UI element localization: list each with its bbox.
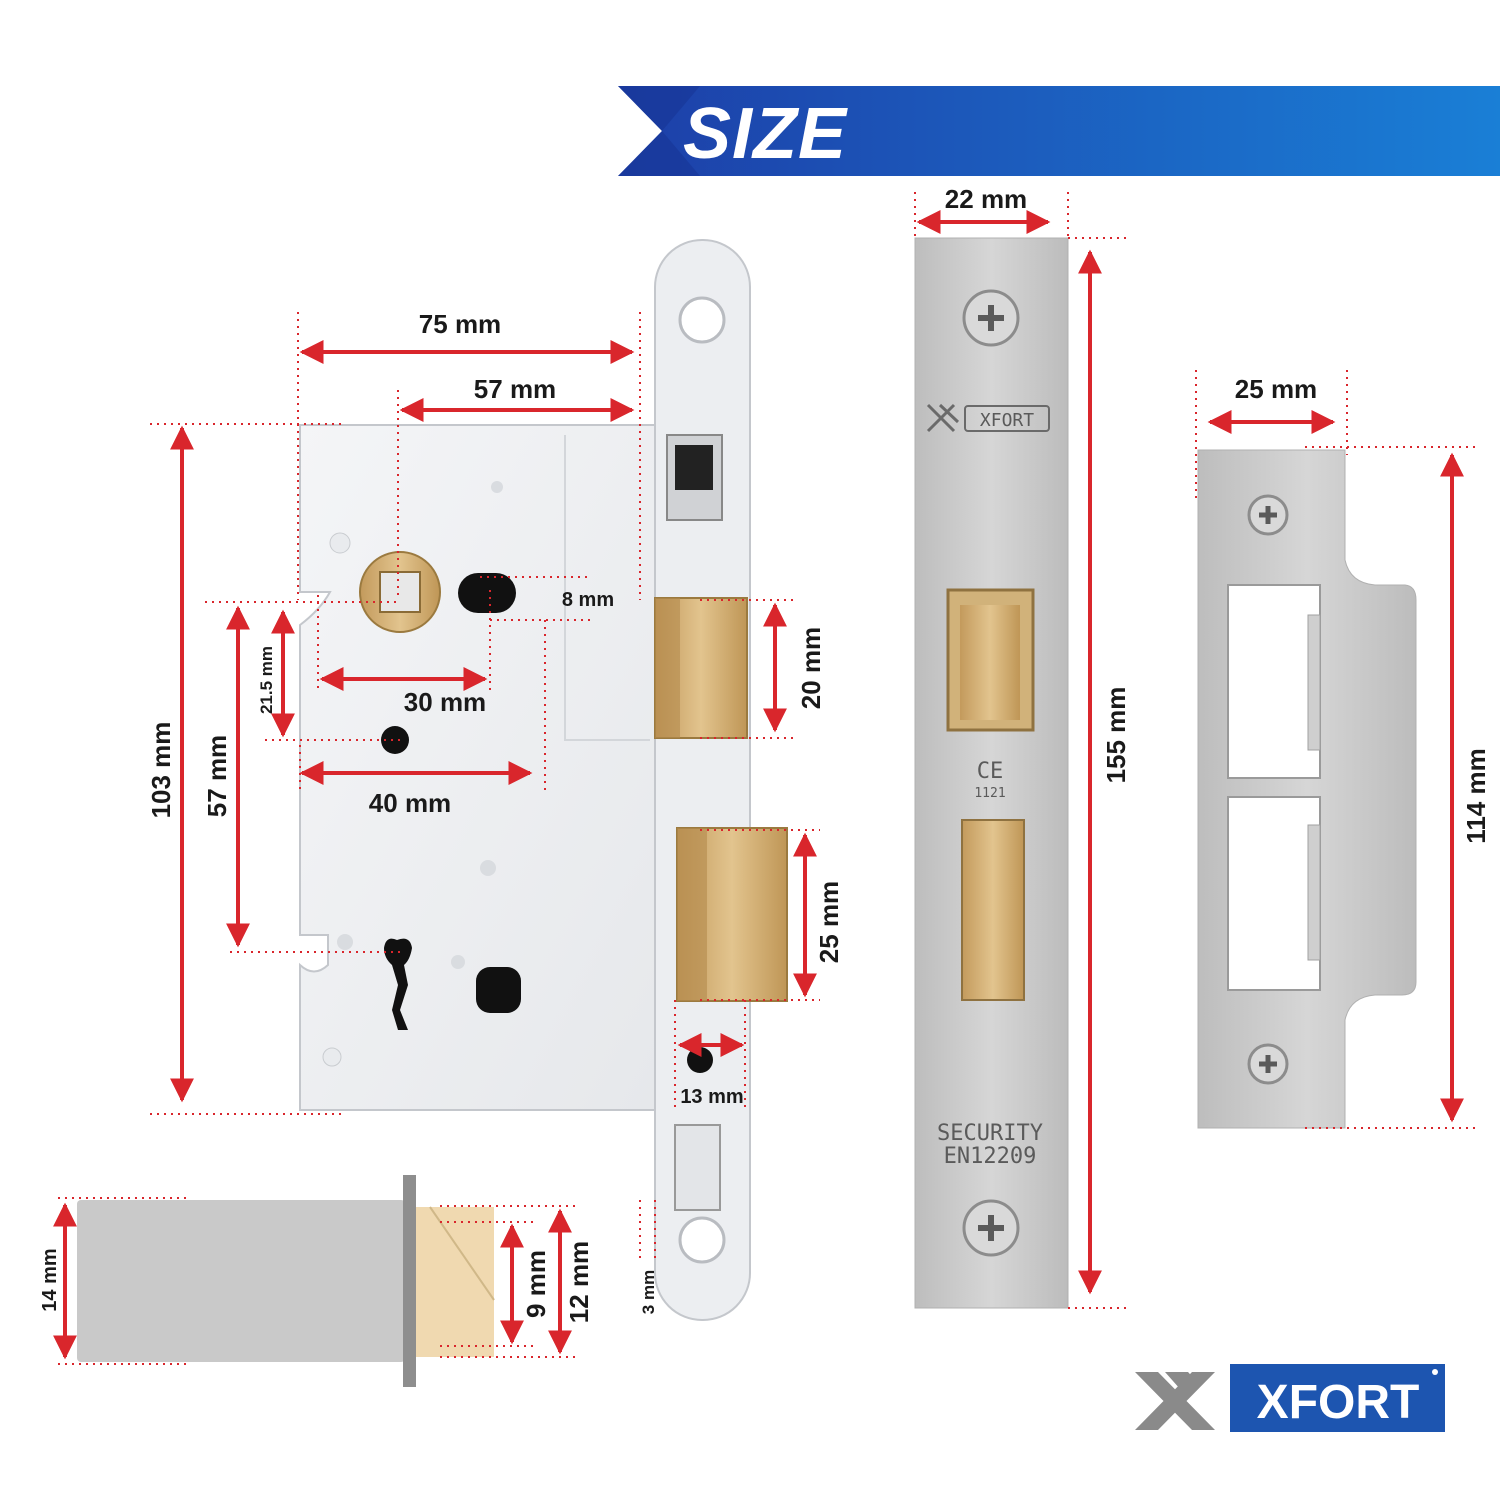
banner-title: SIZE — [683, 94, 848, 174]
case-hole — [480, 860, 496, 876]
dim-slot-width: 8 mm — [562, 589, 614, 611]
dim-follower-to-lower-hole: 40 mm — [369, 788, 451, 818]
dim-follower-to-fixing: 30 mm — [404, 687, 486, 717]
dimension-labels: 75 mm 57 mm 103 mm 57 mm 21.5 mm 30 mm 8… — [39, 184, 1491, 1323]
dim-backset: 57 mm — [474, 374, 556, 404]
dim-case-height: 103 mm — [146, 722, 176, 819]
case-hole — [337, 934, 353, 950]
forend-hole-bottom — [678, 1216, 726, 1264]
dimension-arrows — [53, 210, 1464, 1360]
xfort-logo: XFORT — [1135, 1364, 1445, 1432]
dim-bolt-depth-outer: 12 mm — [564, 1241, 594, 1323]
xfort-logo-icon — [1135, 1372, 1215, 1430]
forend-hole-top — [678, 296, 726, 344]
strike-opening-lower — [1227, 796, 1321, 991]
lock-case — [299, 424, 656, 1111]
case-plate — [299, 424, 656, 1111]
forend-front: XFORT CE 1121 SECURITY EN12209 — [914, 237, 1069, 1309]
guide-lines — [58, 192, 1475, 1365]
dim-forend-width: 22 mm — [945, 184, 1027, 214]
case-hole — [451, 955, 465, 969]
lock-forend-side — [654, 239, 788, 1321]
ce-number: 1121 — [974, 786, 1005, 801]
lower-fixing-hole — [381, 726, 409, 754]
dim-bolt-depth-inner: 9 mm — [521, 1250, 551, 1318]
fixing-slot — [458, 573, 516, 613]
dim-deadbolt-throw: 13 mm — [680, 1086, 743, 1108]
latch-face — [960, 605, 1020, 720]
security-standard: EN12209 — [944, 1144, 1037, 1169]
case-hole — [491, 481, 503, 493]
cross-section-body — [77, 1200, 405, 1362]
dim-strike-length: 114 mm — [1461, 748, 1491, 843]
dim-case-width: 75 mm — [419, 309, 501, 339]
xfort-logo-box — [1230, 1364, 1445, 1432]
dim-forend-length: 155 mm — [1101, 687, 1131, 784]
dim-follower-to-bolt-hole: 21.5 mm — [257, 646, 276, 714]
dim-forend-thickness: 3 mm — [639, 1270, 658, 1314]
follower-pin-hole — [687, 1047, 713, 1073]
dim-latch-height: 20 mm — [796, 627, 826, 709]
cross-section-flange — [403, 1175, 416, 1387]
deadbolt-face — [961, 819, 1025, 1001]
dim-strike-width: 25 mm — [1235, 374, 1317, 404]
xfort-logo-text: XFORT — [1257, 1376, 1420, 1429]
strike-plate — [1197, 449, 1417, 1129]
security-label: SECURITY — [937, 1121, 1043, 1146]
forend-brand: XFORT — [980, 410, 1034, 431]
strike-plate-body — [1197, 449, 1417, 1129]
case-hole — [329, 532, 351, 554]
size-banner: SIZE — [618, 86, 1500, 176]
follower-square — [379, 571, 421, 613]
dim-follower-to-keyhole: 57 mm — [202, 735, 232, 817]
ce-mark: CE — [977, 759, 1004, 784]
dim-deadbolt-height: 25 mm — [814, 881, 844, 963]
bolt-cross-section — [77, 1175, 495, 1387]
xfort-mark-icon — [926, 403, 960, 433]
cylinder-slot — [476, 967, 521, 1013]
strike-opening-upper — [1227, 584, 1321, 779]
keyhole — [384, 938, 412, 1030]
dim-bolt-depth-total: 14 mm — [39, 1248, 61, 1311]
case-hole — [322, 1047, 342, 1067]
